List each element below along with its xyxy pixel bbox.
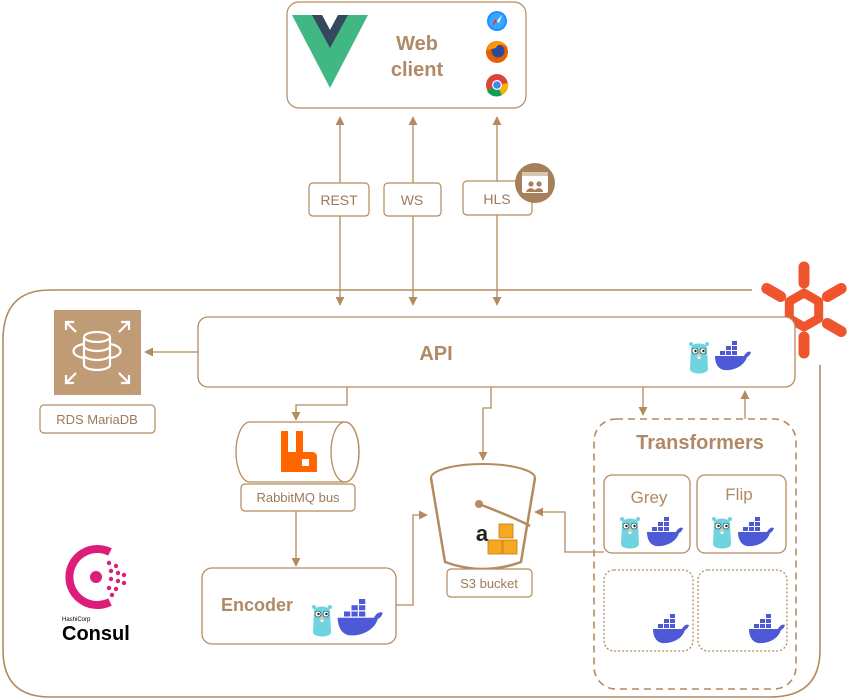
video-player-icon xyxy=(515,163,555,203)
gopher-icon xyxy=(688,341,710,374)
consul-name: Consul xyxy=(62,623,130,645)
grey-transformer-label: Grey xyxy=(631,488,668,507)
web-client-title-line1: Web xyxy=(396,33,438,55)
safari-icon xyxy=(487,11,507,31)
database-label-box: RDS MariaDB xyxy=(39,404,156,434)
grey-transformer-box: Grey xyxy=(603,474,691,554)
api-label: API xyxy=(419,343,452,365)
ws-label-box: WS xyxy=(383,182,442,217)
rabbitmq-logo-icon xyxy=(281,431,317,472)
consul-hashicorp-text: HashiCorp xyxy=(62,617,91,623)
ws-label: WS xyxy=(401,192,424,208)
transformer-slot-empty xyxy=(603,569,694,652)
connector-arrows xyxy=(144,347,750,606)
aws-logo-icon: a xyxy=(476,521,518,555)
s3-label-box: S3 bucket xyxy=(446,568,533,598)
gopher-icon xyxy=(619,516,641,549)
chrome-icon xyxy=(486,74,509,97)
rabbitmq-label: RabbitMQ bus xyxy=(256,490,340,505)
database-icon xyxy=(54,310,141,395)
encoder-label: Encoder xyxy=(221,595,293,615)
flip-transformer-label: Flip xyxy=(725,485,752,504)
aws-logo-letter: a xyxy=(476,521,489,546)
gopher-icon xyxy=(311,604,333,637)
transformers-title: Transformers xyxy=(636,432,764,454)
vue-logo-icon xyxy=(292,15,368,88)
s3-label: S3 bucket xyxy=(460,576,518,591)
database-label: RDS MariaDB xyxy=(56,412,138,427)
s3-bucket-icon xyxy=(429,463,537,571)
web-client-title-line2: client xyxy=(391,59,444,81)
firefox-icon xyxy=(486,41,508,63)
hls-label: HLS xyxy=(483,191,510,207)
consul-logo-icon xyxy=(65,545,127,609)
rest-label-box: REST xyxy=(308,182,370,217)
encoder-box: Encoder xyxy=(201,567,397,645)
cluster-boundary xyxy=(2,289,821,698)
gopher-icon xyxy=(711,516,733,549)
rest-label: REST xyxy=(320,192,358,208)
rabbitmq-label-box: RabbitMQ bus xyxy=(240,483,356,512)
